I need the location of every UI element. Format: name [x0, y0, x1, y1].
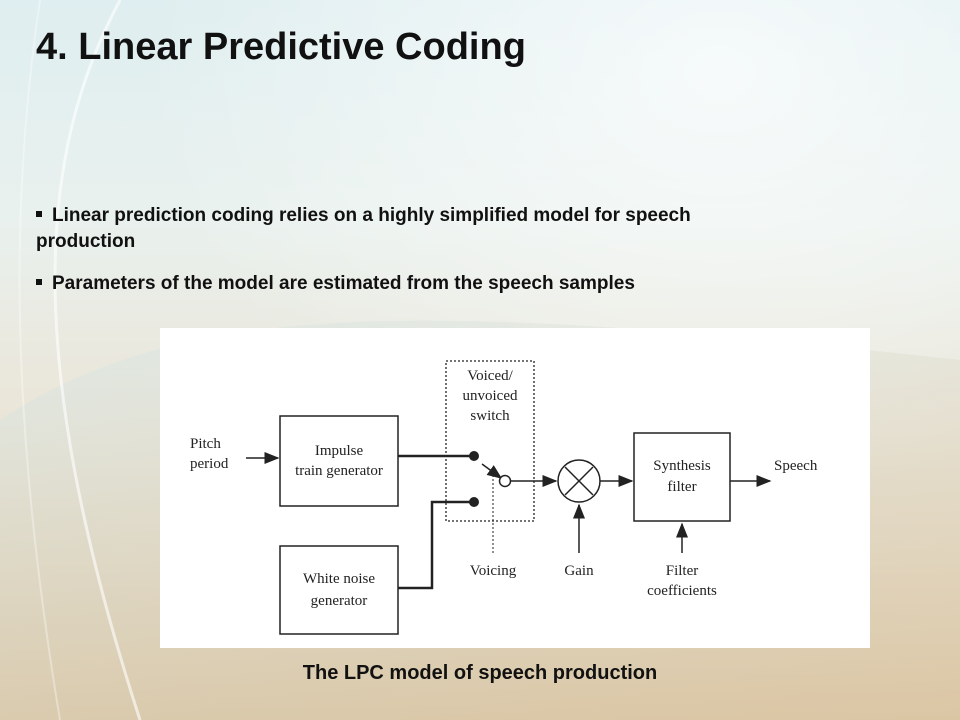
synthesis-block-label: filter: [667, 479, 696, 495]
noise-block-label: generator: [311, 593, 368, 609]
bullet-list: Linear prediction coding relies on a hig…: [36, 203, 856, 313]
switch-contact-voiced: [469, 451, 479, 461]
bullet-item: Linear prediction coding relies on a hig…: [36, 203, 696, 255]
noise-block-label: White noise: [303, 571, 375, 587]
bullet-text: Linear prediction coding relies on a hig…: [36, 205, 691, 252]
impulse-generator-block: [279, 415, 399, 507]
slide-title: 4. Linear Predictive Coding: [36, 26, 526, 68]
pitch-period-label: Pitch: [190, 436, 221, 452]
impulse-block-label: Impulse: [315, 443, 364, 459]
bullet-square-icon: [36, 279, 42, 286]
switch-label: unvoiced: [463, 388, 518, 404]
voicing-label: Voicing: [470, 563, 517, 579]
bullet-item: Parameters of the model are estimated fr…: [36, 271, 856, 297]
switch-lever: [481, 463, 503, 479]
filter-coeff-label: coefficients: [647, 583, 717, 599]
bullet-square-icon: [36, 211, 42, 218]
switch-box: [445, 360, 535, 522]
noise-generator-block: [279, 545, 399, 635]
synthesis-block-label: Synthesis: [653, 458, 711, 474]
switch-label: switch: [470, 408, 510, 424]
lpc-diagram: Pitch period Impulse train generator Whi…: [160, 328, 870, 648]
gain-label: Gain: [564, 563, 594, 579]
lpc-diagram-svg: Pitch period Impulse train generator Whi…: [190, 360, 818, 635]
speech-label: Speech: [774, 458, 818, 474]
diagram-caption: The LPC model of speech production: [302, 662, 658, 684]
impulse-block-label: train generator: [295, 463, 383, 479]
switch-label: Voiced/: [467, 368, 513, 384]
noise-to-switch-line: [398, 500, 473, 590]
filter-coeff-label: Filter: [666, 563, 699, 579]
switch-pivot: [498, 474, 512, 488]
bullet-text: Parameters of the model are estimated fr…: [52, 273, 635, 294]
synthesis-filter-block: [633, 432, 731, 522]
switch-contact-unvoiced: [469, 497, 479, 507]
pitch-period-label: period: [190, 456, 229, 472]
multiplier-x-icon: [564, 466, 594, 496]
